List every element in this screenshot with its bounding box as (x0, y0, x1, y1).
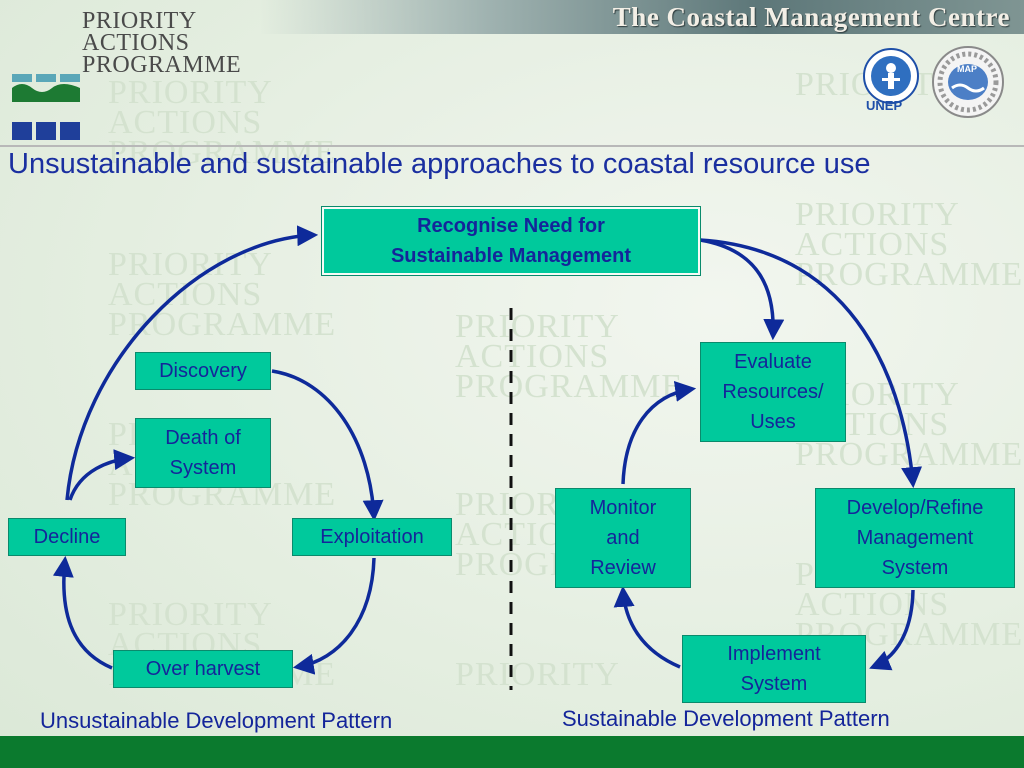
over-harvest-box: Over harvest (113, 650, 293, 688)
decline-box: Decline (8, 518, 126, 556)
arrow-discovery-to-exploitation (272, 371, 374, 517)
box-line: Monitor (590, 493, 657, 523)
box-line: System (727, 669, 820, 699)
box-line: Evaluate (722, 347, 823, 377)
box-line: Develop/Refine (847, 493, 984, 523)
box-line: Management (847, 523, 984, 553)
exploitation-box: Exploitation (292, 518, 452, 556)
evaluate-resources-box: Evaluate Resources/ Uses (700, 342, 846, 442)
monitor-review-box: Monitor and Review (555, 488, 691, 588)
box-line: System (165, 453, 241, 483)
box-label: Discovery (159, 356, 247, 386)
arrow-top-to-evaluate (700, 240, 773, 336)
arrow-exploitation-to-overharvest (297, 558, 374, 667)
box-line: System (847, 553, 984, 583)
develop-refine-box: Develop/Refine Management System (815, 488, 1015, 588)
box-line: Sustainable Management (391, 241, 631, 271)
recognise-need-box: Recognise Need for Sustainable Managemen… (322, 207, 700, 275)
box-line: Uses (722, 407, 823, 437)
box-line: Implement (727, 639, 820, 669)
arrow-monitor-to-evaluate (623, 389, 692, 484)
implement-system-box: Implement System (682, 635, 866, 703)
arrow-implement-to-monitor (623, 590, 680, 667)
unsustainable-caption: Unsustainable Development Pattern (40, 708, 392, 734)
arrow-overharvest-to-decline (64, 560, 112, 668)
arrow-decline-to-death (70, 458, 131, 500)
sustainable-caption: Sustainable Development Pattern (562, 706, 890, 732)
box-line: Recognise Need for (391, 211, 631, 241)
footer-bar (0, 736, 1024, 768)
box-line: Resources/ (722, 377, 823, 407)
box-label: Exploitation (320, 522, 423, 552)
box-label: Decline (34, 522, 101, 552)
box-line: Review (590, 553, 657, 583)
box-line: Death of (165, 423, 241, 453)
death-of-system-box: Death of System (135, 418, 271, 488)
box-line: and (590, 523, 657, 553)
box-label: Over harvest (146, 654, 260, 684)
discovery-box: Discovery (135, 352, 271, 390)
arrow-develop-to-implement (873, 590, 913, 667)
